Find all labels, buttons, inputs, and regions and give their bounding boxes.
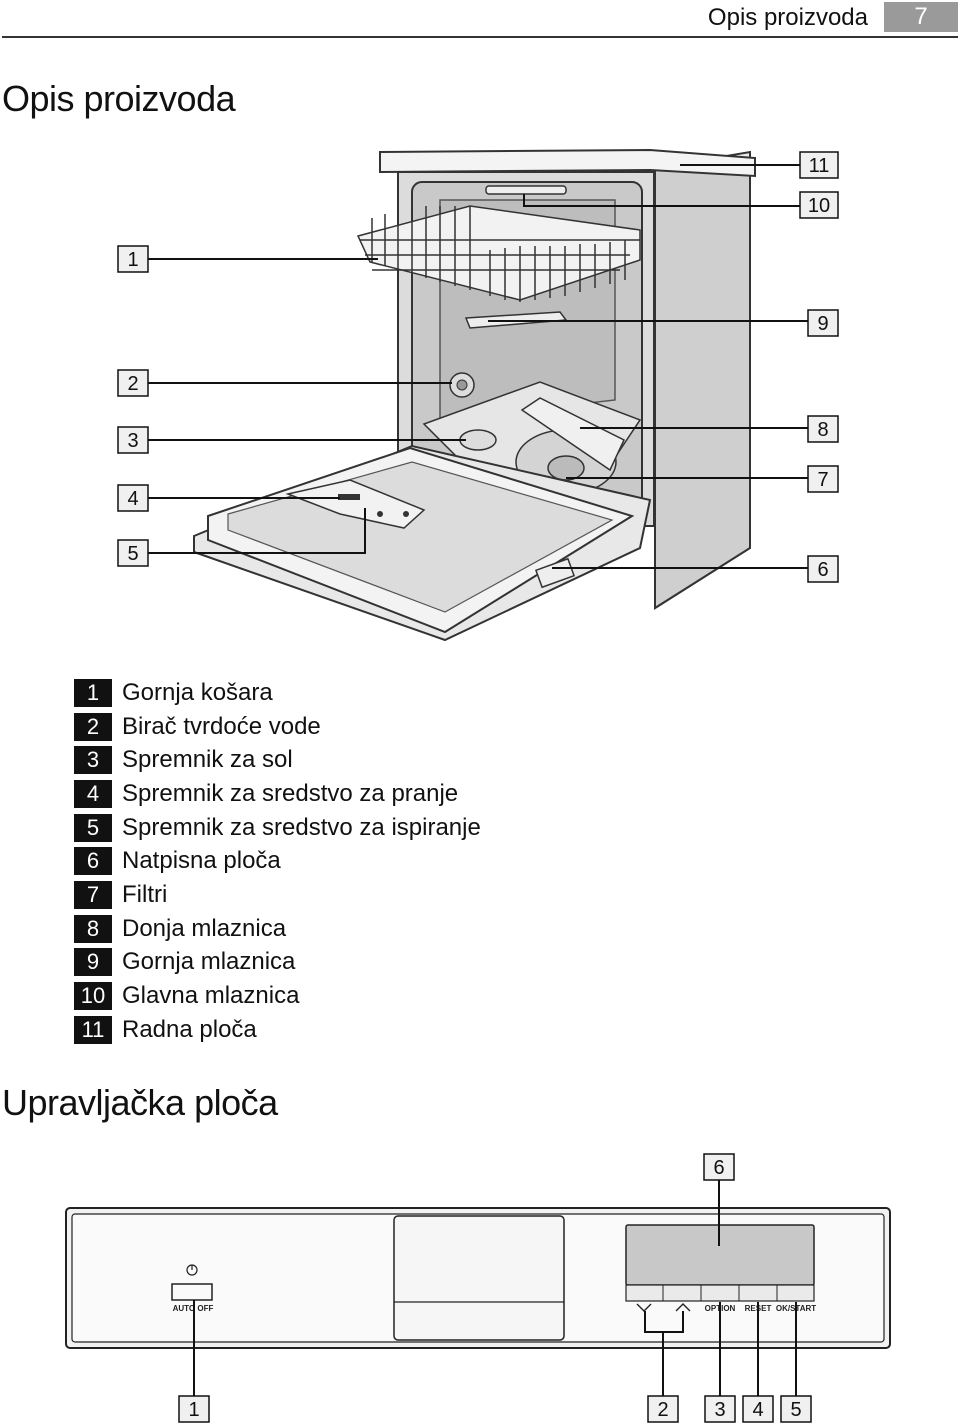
legend-row: 9 Gornja mlaznica [74,946,674,980]
legend-row: 7 Filtri [74,878,674,912]
legend-number: 3 [74,746,112,775]
auto-off-button [171,1283,213,1301]
lower-spray-arm [520,397,625,472]
callout-label: 1 [127,249,138,271]
legend-row: 4 Spremnik za sredstvo za pranje [74,777,674,811]
legend-label: Donja mlaznica [122,914,287,942]
legend-label: Glavna mlaznica [122,982,300,1010]
panel-callout-label: 6 [713,1157,724,1179]
header-title: Opis proizvoda [707,4,868,31]
cabinet-right-wall [654,167,751,610]
legend-number: 4 [74,779,112,808]
page-header: Opis proizvoda 7 [0,0,960,38]
arrow-up-icon [675,1303,691,1312]
section-title-product-description: Opis proizvoda [2,78,236,119]
callout-label: 3 [127,430,138,452]
legend-row: 2 Birač tvrdoće vode [74,710,674,744]
legend-number: 1 [74,678,112,707]
main-spray-arm [485,185,567,195]
legend-number: 11 [74,1015,112,1044]
callout-label: 8 [817,419,828,441]
legend-row: 3 Spremnik za sol [74,743,674,777]
legend-number: 7 [74,880,112,909]
legend-label: Spremnik za sredstvo za ispiranje [122,813,481,841]
callout-label: 7 [817,469,828,491]
callout-label: 9 [817,313,828,335]
panel-callout-label: 5 [790,1399,801,1421]
callout-label: 5 [127,543,138,565]
legend-row: 10 Glavna mlaznica [74,979,674,1013]
legend-label: Spremnik za sredstvo za pranje [122,779,459,807]
callout-label: 11 [809,155,830,177]
legend-number: 6 [74,847,112,876]
callout-label: 2 [127,373,138,395]
legend-label: Gornja mlaznica [122,948,296,976]
legend-row: 1 Gornja košara [74,676,674,710]
panel-callout-lines [193,1180,797,1396]
callout-label: 6 [817,559,828,581]
legend-label: Gornja košara [122,678,273,706]
panel-callout-label: 3 [714,1399,725,1421]
header-rule [2,36,958,38]
section-title-control-panel: Upravljačka ploča [2,1082,278,1123]
legend-label: Radna ploča [122,1015,257,1043]
legend-row: 11 Radna ploča [74,1013,674,1047]
diagram-callout-boxes [117,151,839,583]
legend-number: 8 [74,914,112,943]
panel-callout-label: 1 [188,1399,199,1421]
panel-callout-label: 4 [752,1399,763,1421]
callout-label: 4 [127,488,138,510]
callout-label: 10 [808,195,830,217]
legend-row: 5 Spremnik za sredstvo za ispiranje [74,811,674,845]
page-number: 7 [884,2,958,32]
legend-row: 6 Natpisna ploča [74,844,674,878]
panel-callout-label: 2 [657,1399,668,1421]
legend-number: 2 [74,712,112,741]
legend-number: 5 [74,813,112,842]
legend-label: Birač tvrdoće vode [122,712,321,740]
legend-label: Spremnik za sol [122,746,293,774]
legend-label: Filtri [122,880,168,908]
legend-label: Natpisna ploča [122,847,281,875]
callout-lines [148,164,808,569]
upper-basket [356,205,641,302]
worktop [379,148,756,178]
control-panel [65,1207,891,1349]
legend-row: 8 Donja mlaznica [74,912,674,946]
legend-number: 10 [74,982,112,1011]
panel-callout-boxes [178,1153,812,1423]
legend-number: 9 [74,948,112,977]
detergent-dispenser [285,479,426,529]
panel-window [393,1215,565,1341]
